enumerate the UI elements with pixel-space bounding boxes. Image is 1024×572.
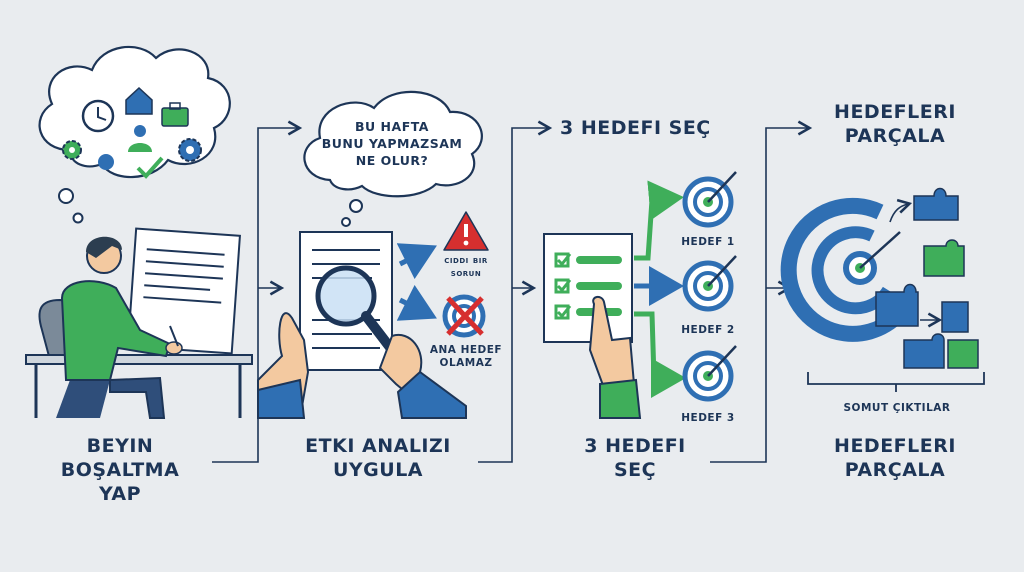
target-icon: [682, 345, 737, 402]
big-target-icon: [780, 197, 915, 342]
pointing-hand: [588, 296, 642, 419]
outcome-serious-problem: ciddi bir sorun: [444, 254, 488, 279]
puzzle-pieces: [875, 187, 979, 369]
step3-title: 3 HEDEFI SEÇ: [584, 435, 686, 481]
outputs-caption: SOMUT ÇIKTILAR: [843, 402, 951, 414]
goal-label-3: HEDEF 3: [681, 412, 735, 424]
connector-2: [478, 120, 553, 463]
question-bubble: [303, 90, 483, 227]
house-icon: [125, 86, 153, 115]
target-icon: [682, 171, 737, 228]
checkmark-icon: [136, 156, 164, 179]
hands: [257, 312, 467, 419]
goal-arrows: [634, 180, 686, 398]
step3-heading: 3 HEDEFI SEÇ: [560, 117, 711, 139]
step4-title: HEDEFLERI PARÇALA: [834, 435, 956, 481]
gear-icon: [62, 140, 82, 160]
warning-icon: [443, 211, 489, 251]
crossed-target-icon: [442, 294, 486, 338]
person-at-desk: [25, 227, 253, 419]
person-icon: [128, 125, 152, 152]
goal-label-2: HEDEF 2: [681, 324, 735, 336]
gear-icon: [178, 138, 202, 162]
puzzle-arrows: [889, 198, 943, 328]
step4-heading: HEDEFLERI PARÇALA: [834, 101, 956, 147]
arrow-to-target: [396, 284, 437, 321]
connector-1: [212, 120, 303, 463]
outcome-not-main-goal: ANA HEDEF OLAMAZ: [429, 344, 503, 369]
clock-icon: [81, 99, 115, 133]
brain-icon: [98, 154, 114, 170]
step1-title: BEYIN BOŞALTMA YAP: [60, 435, 180, 505]
target-icon: [682, 255, 737, 312]
question-text: BU HAFTA BUNU YAPMAZSAM NE OLUR?: [321, 119, 463, 168]
checklist-document: [543, 233, 633, 343]
magnifier-icon: [315, 265, 397, 355]
thought-cloud: [38, 45, 231, 224]
goal-label-1: HEDEF 1: [681, 236, 735, 248]
briefcase-icon: [161, 102, 189, 127]
arrow-to-warning: [396, 243, 437, 280]
step2-title: ETKI ANALIZI UYGULA: [305, 435, 451, 481]
outputs-bracket: [807, 372, 985, 392]
